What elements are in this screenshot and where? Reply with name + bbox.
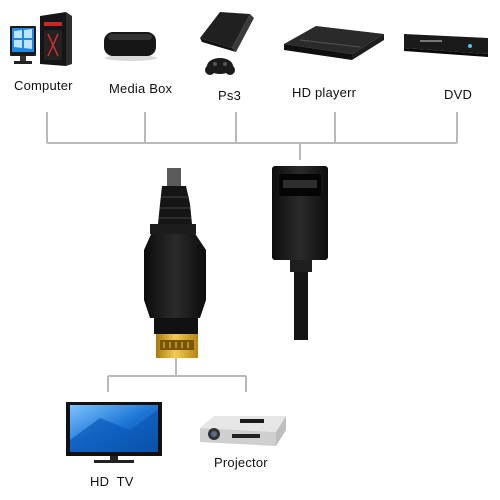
- output-label-hd-tv: HD TV: [90, 474, 134, 489]
- output-connector-lines: [107, 358, 247, 392]
- hd-player-icon: [284, 26, 384, 60]
- hdmi-male-plug: [144, 168, 206, 358]
- computer-icon: [10, 12, 72, 66]
- output-label-projector: Projector: [214, 455, 268, 470]
- media-box-icon: [104, 32, 157, 61]
- source-label-dvd: DVD: [444, 87, 473, 102]
- source-label-media-box: Media Box: [109, 81, 173, 96]
- source-connector-lines: [46, 112, 458, 160]
- dvd-player-icon: [404, 34, 488, 57]
- ps3-console-icon: [200, 12, 254, 75]
- hdmi-female-adapter: [272, 166, 328, 340]
- source-label-computer: Computer: [14, 78, 73, 93]
- source-label-hd-player: HD playerr: [292, 85, 357, 100]
- source-label-ps3: Ps3: [218, 88, 242, 103]
- tv-icon: [66, 402, 162, 463]
- projector-icon: [200, 416, 286, 446]
